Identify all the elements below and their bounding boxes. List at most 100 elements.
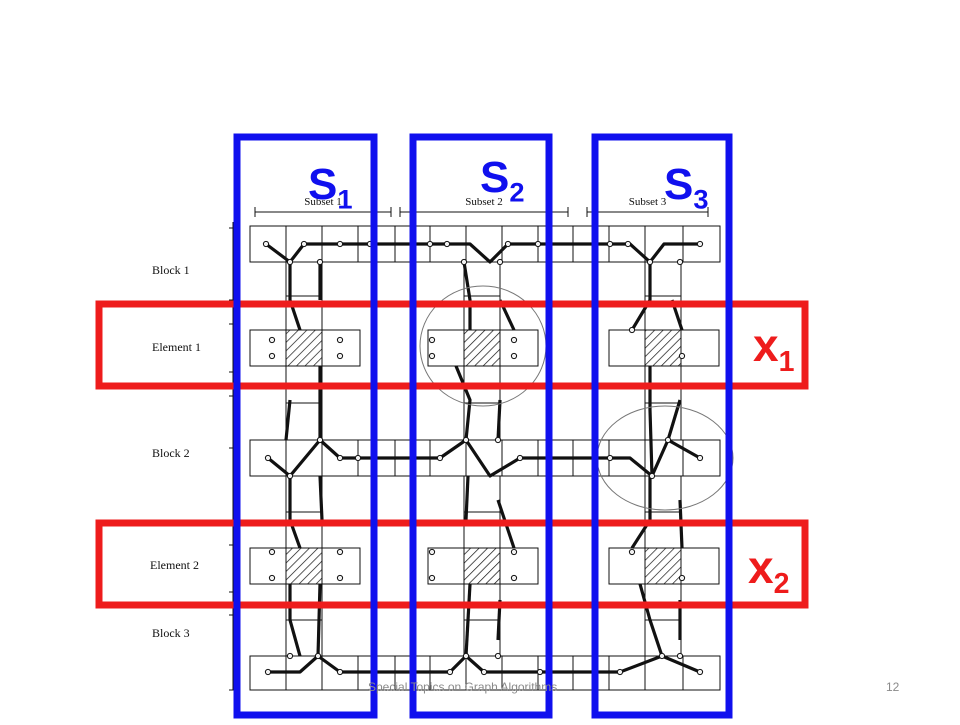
node-dot [268, 336, 276, 344]
node-dot [646, 258, 654, 266]
node-dot [268, 548, 276, 556]
node-dot [696, 668, 704, 676]
element-label-x2: x2 [748, 541, 790, 600]
node-dot [436, 454, 444, 462]
branch-path [464, 583, 472, 657]
branch-path [266, 438, 701, 478]
node-dot [426, 240, 434, 248]
branch-path [265, 242, 700, 264]
footer-text: Special Topics on Graph Algorithms [368, 680, 558, 694]
branch-path [284, 399, 292, 441]
set-label-s2: S2 [480, 153, 525, 208]
branch-path [630, 262, 652, 331]
branch-path [638, 583, 664, 657]
node-dot [336, 454, 344, 462]
node-dot [676, 258, 684, 266]
node-dot [534, 240, 542, 248]
node-dot [462, 436, 470, 444]
set-highlight-box [409, 133, 553, 719]
node-dot [510, 548, 518, 556]
hatched-cell [644, 329, 682, 367]
node-dot [678, 574, 686, 582]
branch-path [496, 399, 502, 441]
node-dot [510, 352, 518, 360]
hatched-cell [644, 547, 682, 585]
element-label-x1: x1 [753, 319, 795, 378]
subset-label: Subset 2 [465, 196, 503, 208]
node-dot [536, 668, 544, 676]
node-dot [606, 240, 614, 248]
node-dot [268, 352, 276, 360]
node-dot [300, 240, 308, 248]
set-highlight-box [591, 133, 733, 719]
node-dot [336, 336, 344, 344]
element-highlight-box [95, 519, 809, 609]
set-label-s1: S1 [308, 160, 353, 215]
node-dot [460, 258, 468, 266]
node-dot [262, 240, 270, 248]
node-dot [696, 240, 704, 248]
node-dot [316, 258, 324, 266]
node-dot [504, 240, 512, 248]
hatched-cell [463, 329, 501, 367]
node-dot [336, 574, 344, 582]
node-dot [494, 652, 502, 660]
node-dot [336, 548, 344, 556]
node-dot [446, 668, 454, 676]
node-dot [678, 352, 686, 360]
node-dot [480, 668, 488, 676]
node-dot [624, 240, 632, 248]
node-dot [606, 454, 614, 462]
node-dot [314, 652, 322, 660]
node-dot [264, 668, 272, 676]
node-dot [628, 548, 636, 556]
hatched-cell [285, 547, 323, 585]
node-dot [268, 574, 276, 582]
row-label: Block 2 [152, 446, 190, 460]
node-dot [696, 454, 704, 462]
node-dot [428, 574, 436, 582]
node-dot [286, 258, 294, 266]
node-dot [316, 436, 324, 444]
node-dot [336, 668, 344, 676]
node-dot [496, 258, 504, 266]
hatched-cell [463, 547, 501, 585]
row-label: Block 1 [152, 263, 190, 277]
node-dot [336, 240, 344, 248]
node-dot [658, 652, 666, 660]
node-dot [443, 240, 451, 248]
branch-path [288, 262, 302, 331]
node-dot [516, 454, 524, 462]
element-highlight-box [95, 300, 809, 390]
node-dot [286, 652, 294, 660]
node-dot [264, 454, 272, 462]
row-label: Element 1 [152, 340, 201, 354]
page-number: 12 [886, 680, 900, 694]
node-dot [676, 652, 684, 660]
branch-path [288, 584, 302, 657]
set-highlight-box [233, 133, 378, 719]
node-dot [494, 436, 502, 444]
node-dot [664, 436, 672, 444]
branch-path [462, 261, 472, 330]
node-dot [286, 472, 294, 480]
hatched-cell [285, 329, 323, 367]
node-dot [354, 454, 362, 462]
node-dot [462, 652, 470, 660]
branch-path [454, 365, 472, 441]
branch-path [464, 475, 470, 521]
node-dot [616, 668, 624, 676]
branch-path [648, 366, 654, 477]
row-label: Block 3 [152, 626, 190, 640]
node-dot [510, 336, 518, 344]
branch-path [318, 475, 324, 521]
row-label: Element 2 [150, 558, 199, 572]
subset-label: Subset 3 [629, 196, 667, 208]
node-dot [428, 548, 436, 556]
subset-label: Subset 1 [304, 196, 342, 208]
node-dot [648, 472, 656, 480]
branch-path [316, 583, 322, 657]
set-label-s3: S3 [664, 160, 709, 215]
